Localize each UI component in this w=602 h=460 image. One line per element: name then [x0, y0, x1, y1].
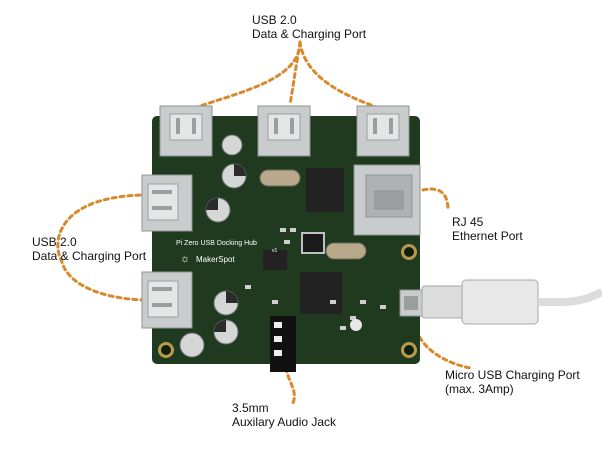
audio-jack-label: 3.5mm Auxilary Audio Jack: [232, 401, 336, 429]
audio-jack: [270, 316, 296, 372]
micro-usb-label-line1: Micro USB Charging Port: [445, 368, 580, 382]
usb-top-label-line1: USB 2.0: [252, 13, 297, 27]
smd-components: [245, 228, 386, 330]
micro-usb-label: Micro USB Charging Port (max. 3Amp): [445, 368, 580, 396]
rj45-label-line2: Ethernet Port: [452, 229, 523, 243]
callout-usb-top-right: [298, 40, 387, 112]
usb-left-label-line1: USB 2.0: [32, 235, 77, 249]
lightbulb-icon: ☼: [180, 253, 190, 265]
micro-usb-cable: [421, 279, 602, 325]
ic-chip-upper: [306, 168, 344, 212]
callout-rj45: [421, 187, 450, 212]
usb-left-label-line2: Data & Charging Port: [32, 249, 147, 263]
usb-port-top-3: [356, 105, 410, 157]
callout-usb-left: [56, 193, 150, 302]
micro-usb-port: [399, 289, 423, 317]
audio-jack-label-line2: Auxilary Audio Jack: [232, 415, 337, 429]
usb-port-left-2: [141, 271, 193, 329]
audio-jack-label-line1: 3.5mm: [232, 401, 269, 415]
usb-port-top-1: [159, 105, 213, 157]
status-led: [350, 319, 362, 331]
ic-chip-main: [300, 272, 342, 314]
rj45-label: RJ 45 Ethernet Port: [452, 215, 523, 243]
usb-port-left-1: [141, 174, 193, 232]
callout-usb-top-middle: [288, 40, 302, 107]
silkscreen-title: Pi Zero USB Docking Hub: [176, 240, 257, 247]
rj45-label-line1: RJ 45: [452, 215, 484, 229]
crystal-oscillator-2: [325, 242, 367, 260]
capacitors: [179, 134, 247, 358]
usb-top-label-line2: Data & Charging Port: [252, 27, 367, 41]
micro-usb-label-line2: (max. 3Amp): [445, 382, 514, 396]
usb-top-label: USB 2.0 Data & Charging Port: [252, 13, 366, 41]
ic-chip-square: [301, 232, 325, 254]
callout-usb-top-left: [186, 40, 302, 112]
silkscreen-version: v1: [272, 248, 278, 254]
usb-left-label: USB 2.0 Data & Charging Port: [32, 235, 146, 263]
mounting-holes: [158, 244, 417, 358]
rj45-port: [353, 164, 421, 236]
ic-chip-small: [263, 250, 287, 270]
crystal-oscillator-1: [259, 169, 301, 187]
silkscreen-brand: MakerSpot: [196, 255, 235, 264]
usb-port-top-2: [257, 105, 311, 157]
